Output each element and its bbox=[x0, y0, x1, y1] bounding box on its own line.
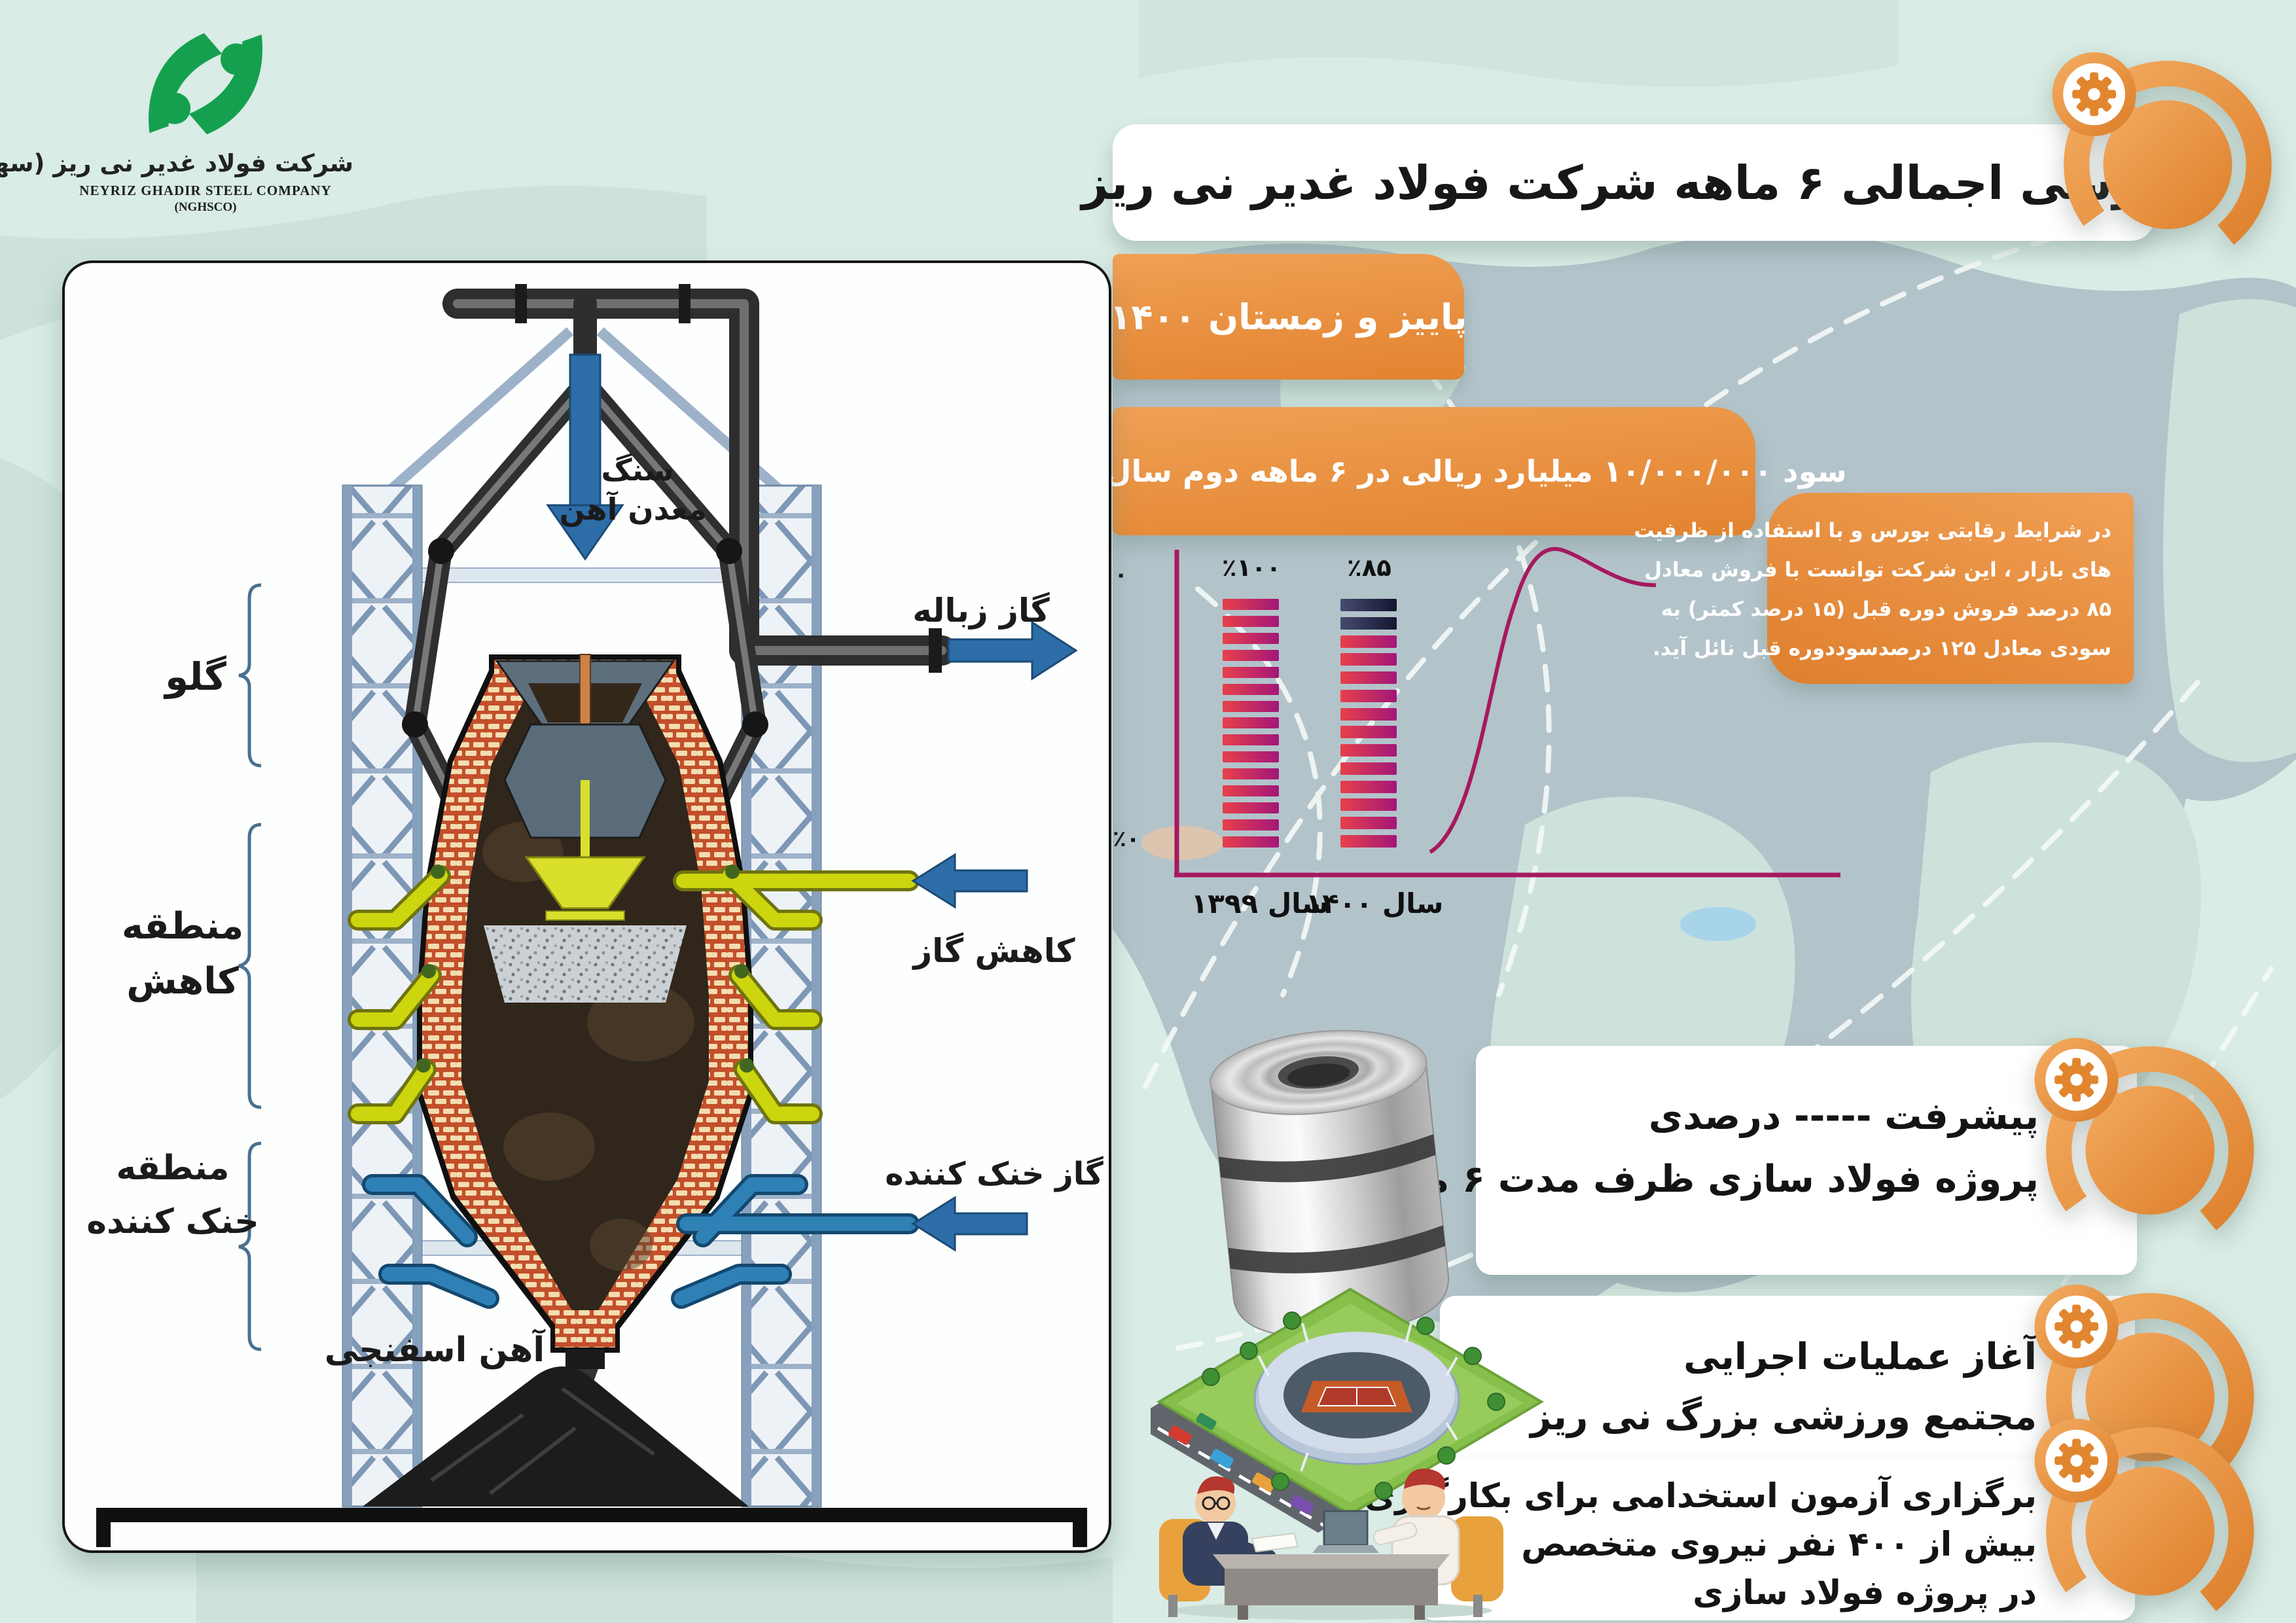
sponge-iron-pile bbox=[363, 1366, 749, 1507]
cooling-zone-label-line1: منطقه bbox=[116, 1149, 229, 1188]
x-axis-label-1400: سال ۱۴۰۰ bbox=[1305, 887, 1444, 919]
map-highlight-dot bbox=[1141, 826, 1223, 860]
bar-segment bbox=[1340, 653, 1397, 666]
stadium-line: آغاز عملیات اجرایی bbox=[1683, 1336, 2037, 1378]
bar-segment bbox=[1340, 744, 1397, 757]
bar-value-label-1400: ٪۸۵ bbox=[1347, 554, 1391, 582]
waste-gas-right-arrow bbox=[947, 620, 1078, 681]
light-posts bbox=[1257, 1323, 1458, 1472]
hiring-line: در پروژه فولاد سازی bbox=[1693, 1574, 2037, 1613]
iron-ore-down-arrow bbox=[546, 353, 624, 561]
cooling-gas-pipes bbox=[362, 1174, 920, 1309]
progress-line: پروژه فولاد سازی ظرف مدت ۶ ماهه bbox=[1363, 1158, 2039, 1201]
note-line: در شرایط رقابتی بورس و با استفاده از ظرف… bbox=[1634, 519, 2111, 543]
y-axis-label-0: ٪۰ bbox=[1113, 826, 1140, 852]
company-abbreviation: (NGHSCO) bbox=[174, 200, 237, 214]
bar-segment bbox=[1223, 649, 1279, 661]
throat-label: گلو bbox=[163, 654, 226, 700]
cars bbox=[1168, 1413, 1314, 1514]
hiring-gear-emblem bbox=[2013, 1400, 2269, 1623]
waste-gas-label: گاز زباله bbox=[912, 592, 1050, 630]
bar-segment bbox=[1340, 817, 1397, 830]
progress-line: پیشرفت ----- درصدی bbox=[1648, 1095, 2039, 1138]
furnace-diagram-panel: سنگ معدن آهن گلو منطقه کاهش منطقه خنک کن… bbox=[62, 260, 1111, 1553]
bar-segment bbox=[1223, 819, 1279, 830]
ground-bar bbox=[96, 1508, 1087, 1547]
furnace-diagram: سنگ معدن آهن گلو منطقه کاهش منطقه خنک کن… bbox=[86, 284, 1103, 1547]
company-logo: شرکت فولاد غدیر نی ریز (سهامی خاص) NEYRI… bbox=[0, 22, 353, 215]
flow-arrows bbox=[546, 353, 1078, 1252]
note-line: سودی معادل ۱۲۵ درصدسوددوره قبل نائل آید. bbox=[1653, 637, 2111, 660]
bar-segment bbox=[1223, 666, 1279, 678]
bar-segment bbox=[1223, 615, 1279, 627]
bar-segment bbox=[1340, 798, 1397, 812]
bar-segment bbox=[1223, 734, 1279, 746]
iron-ore-label-line2: معدن آهن bbox=[559, 491, 706, 527]
title-gear-emblem bbox=[2031, 34, 2286, 289]
reduction-zone-label-line2: کاهش bbox=[126, 960, 239, 1003]
label-brackets bbox=[238, 583, 262, 1351]
stadium-line: مجتمع ورزشی بزرگ نی ریز bbox=[1530, 1396, 2037, 1438]
bar-segment bbox=[1340, 780, 1397, 793]
gas-reduction-label: کاهش گاز bbox=[911, 932, 1075, 970]
company-name-farsi: شرکت فولاد غدیر نی ریز (سهامی خاص) bbox=[0, 149, 353, 177]
bar-segment bbox=[1223, 632, 1279, 644]
stadium-illustration bbox=[1151, 1287, 1544, 1533]
stadium-section-banner: آغاز عملیات اجرایی مجتمع ورزشی بزرگ نی ر… bbox=[1440, 1296, 2135, 1489]
bar-segment bbox=[1340, 616, 1397, 630]
bar-segment bbox=[1340, 834, 1397, 847]
bar-segment bbox=[1223, 717, 1279, 729]
bar-segment bbox=[1340, 599, 1397, 611]
bar-segment bbox=[1223, 700, 1279, 712]
bar-segment bbox=[1340, 726, 1397, 739]
bar-segment bbox=[1340, 762, 1397, 775]
bar-value-label-1399: ٪۱۰۰ bbox=[1221, 554, 1282, 582]
note-line: ۸۵ درصد فروش دوره قبل (۱۵ درصد کمتر) به bbox=[1660, 597, 2111, 621]
furnace-vessel bbox=[417, 654, 753, 1385]
bar-segment bbox=[1340, 671, 1397, 685]
reduction-zone-label-line1: منطقه bbox=[122, 905, 243, 948]
bar-segment bbox=[1223, 683, 1279, 695]
season-banner-text: پاییز و زمستان ۱۴۰۰ bbox=[1109, 296, 1467, 338]
bar-segment bbox=[1340, 635, 1397, 648]
bar-segment bbox=[1223, 599, 1279, 610]
profit-banner-text: سود ۱۰/۰۰۰/۰۰۰ میلیارد ریالی در ۶ ماهه د… bbox=[1021, 454, 1847, 489]
sponge-iron-label: آهن اسفنجی bbox=[325, 1329, 546, 1370]
title-banner: بررسی اجمالی ۶ ماهه شرکت فولاد غدیر نی ر… bbox=[1081, 124, 2186, 241]
bar-year-1400 bbox=[1340, 599, 1397, 847]
bar-segment bbox=[1223, 768, 1279, 780]
market-note-box: در شرایط رقابتی بورس و با استفاده از ظرف… bbox=[1634, 493, 2134, 684]
map-lake bbox=[1680, 907, 1756, 941]
company-name-english: NEYRIZ GHADIR STEEL COMPANY bbox=[79, 183, 332, 198]
hiring-line: برگزاری آزمون استخدامی برای بکارگیری bbox=[1364, 1477, 2037, 1516]
profit-banner: سود ۱۰/۰۰۰/۰۰۰ میلیارد ریالی در ۶ ماهه د… bbox=[1021, 407, 1847, 535]
season-banner: پاییز و زمستان ۱۴۰۰ bbox=[1109, 254, 1467, 380]
bar-segment bbox=[1223, 785, 1279, 797]
cooling-zone-label-line2: خنک کننده bbox=[86, 1202, 259, 1241]
x-axis-label-1399: سال ۱۳۹۹ bbox=[1191, 887, 1329, 919]
interview-illustration bbox=[1159, 1469, 1503, 1620]
sales-chart-axes bbox=[1174, 546, 1840, 878]
bar-segment bbox=[1340, 707, 1397, 721]
bar-segment bbox=[1340, 689, 1397, 702]
page-title: بررسی اجمالی ۶ ماهه شرکت فولاد غدیر نی ر… bbox=[1081, 155, 2186, 210]
note-line: های بازار ، این شرکت توانست با فروش معاد… bbox=[1644, 558, 2111, 582]
reduction-gas-left-arrow bbox=[911, 853, 1028, 909]
hiring-section-banner: برگزاری آزمون استخدامی برای بکارگیری بیش… bbox=[1364, 1458, 2135, 1620]
hiring-line: بیش از ۴۰۰ نفر نیروی متخصص bbox=[1521, 1525, 2037, 1564]
bar-year-1399 bbox=[1223, 599, 1279, 847]
bar-segment bbox=[1223, 836, 1279, 847]
steel-coil-illustration bbox=[1210, 1029, 1449, 1337]
logo-mark-icon bbox=[149, 33, 262, 135]
cooling-gas-left-arrow bbox=[911, 1196, 1028, 1252]
reduction-gas-pipes bbox=[348, 865, 920, 1124]
trees bbox=[1202, 1311, 1505, 1500]
iron-ore-label-line1: سنگ bbox=[601, 452, 673, 488]
bar-segment bbox=[1223, 802, 1279, 814]
progress-gear-emblem bbox=[2013, 1020, 2269, 1275]
trend-curve bbox=[1429, 546, 1657, 854]
bar-segment bbox=[1223, 751, 1279, 763]
cooling-gas-label: گاز خنک کننده bbox=[885, 1156, 1103, 1192]
